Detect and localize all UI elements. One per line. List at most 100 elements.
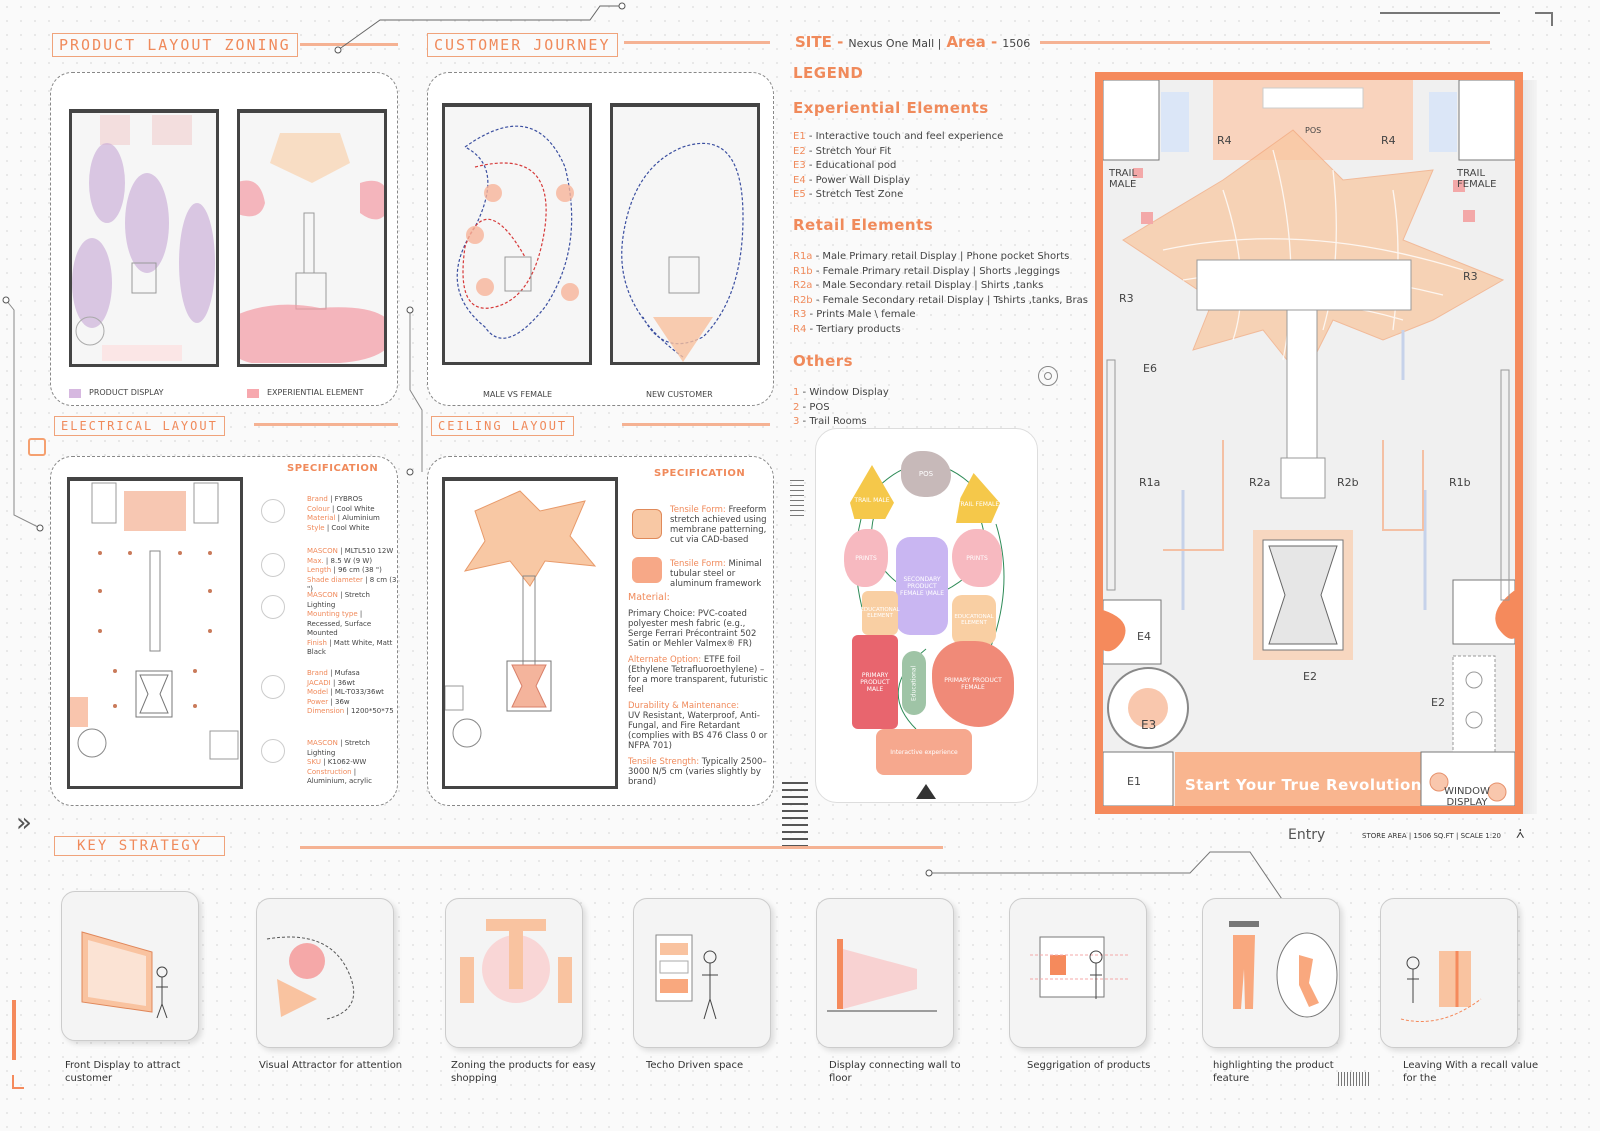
legend-title: LEGEND xyxy=(793,64,864,82)
legend-item: R2b - Female Secondary retail Display | … xyxy=(793,294,1088,306)
plan-label-r3-right: R3 xyxy=(1463,270,1478,283)
electrical-plan xyxy=(67,477,243,789)
ceiling-spec-title: SPECIFICATION xyxy=(654,468,746,479)
plan-label-window: WINDOW DISPLAY xyxy=(1444,786,1490,808)
bubble-prints-right: PRINTS xyxy=(952,529,1002,587)
plan-label-e3: E3 xyxy=(1141,718,1157,732)
legend-experiential: EXPERIENTIAL ELEMENT xyxy=(267,388,364,397)
corner-mark xyxy=(1380,12,1500,14)
strategy-card-front-display xyxy=(61,891,199,1041)
strategy-caption-2: Visual Attractor for attention xyxy=(259,1060,403,1071)
journey-paths-2 xyxy=(621,142,744,362)
legend-item: R3 - Prints Male \ female xyxy=(793,309,916,320)
legend-item: E1 - Interactive touch and feel experien… xyxy=(793,131,1004,142)
legend-item: E4 - Power Wall Display xyxy=(793,174,911,186)
tensile-swatch-1 xyxy=(632,509,662,539)
zoning-plan-2 xyxy=(230,109,395,367)
target-icon xyxy=(1038,366,1058,386)
legend-item: R2a - Male Secondary retail Display | Sh… xyxy=(793,280,1044,291)
plan-label-e1: E1 xyxy=(1127,775,1141,788)
tensile-swatch-2 xyxy=(632,557,662,583)
electrical-spec-title: SPECIFICATION xyxy=(287,463,379,474)
corner-accent xyxy=(12,1075,24,1089)
spec-item-4: Brand | Mufasa JACADI | 36wt Model | ML-… xyxy=(307,669,394,715)
bubble-interactive: Interactive experience xyxy=(876,729,972,775)
plan-label-trail-male: TRAIL MALE xyxy=(1109,168,1138,190)
front-display-illustration xyxy=(81,931,168,1019)
area-value: 1506 xyxy=(1002,37,1031,50)
plan-banner: Start Your True Revolution xyxy=(1185,776,1422,794)
north-arrow-icon: ⩑ xyxy=(1516,826,1525,842)
strategy-caption-6: Seggrigation of products xyxy=(1027,1060,1151,1071)
plan-label-e2-right: E2 xyxy=(1431,696,1445,709)
site-label: SITE - xyxy=(795,33,844,51)
site-header: SITE - Nexus One Mall | Area - 1506 xyxy=(795,32,1030,51)
accent-line xyxy=(300,43,398,46)
plan-label-r4-right: R4 xyxy=(1381,134,1396,147)
strategy-card-wall-floor xyxy=(816,898,954,1048)
plan-label-r3-left: R3 xyxy=(1119,292,1134,305)
product-zoning-panel: PRODUCT DISPLAY EXPERIENTIAL ELEMENT xyxy=(50,72,398,406)
journey-plan-2 xyxy=(610,103,760,365)
area-label: Area - xyxy=(946,33,998,51)
plan-label-r1a: R1a xyxy=(1139,476,1161,489)
corner-mark xyxy=(1535,12,1553,14)
legend-retail-title: Retail Elements xyxy=(793,216,934,234)
strategy-caption-8: Leaving With a recall value for the xyxy=(1403,1060,1539,1084)
legend-item: E5 - Stretch Test Zone xyxy=(793,189,904,200)
plan-label-trail-female: TRAIL FEMALE xyxy=(1457,168,1497,190)
legend-item: R1a - Male Primary retail Display | Phon… xyxy=(793,251,1070,262)
strategy-caption-7: highlighting the product feature xyxy=(1213,1060,1334,1084)
connector-line xyxy=(406,306,423,476)
legend-item: 1 - Window Display xyxy=(793,387,889,398)
spec-item-1: Brand | FYBROS Colour | Cool White Mater… xyxy=(307,495,380,532)
legend-swatch-product xyxy=(69,389,81,398)
section-title-product-layout: PRODUCT LAYOUT ZONING xyxy=(52,33,298,57)
legend-others-list: 1 - Window Display 2 - POS 3 - Trail Roo… xyxy=(793,386,889,430)
electrical-fixtures xyxy=(70,482,239,760)
fixture-icon-stretch xyxy=(261,595,285,619)
zoning-overlay-1 xyxy=(72,115,215,361)
spec-item-2: MASCON | MLTL510 12W Max. | 8.5 W (9 W) … xyxy=(307,547,397,593)
strategy-caption-1: Front Display to attract customer xyxy=(65,1060,181,1084)
strategy-card-techno xyxy=(633,898,771,1048)
zoning-overlay-2 xyxy=(230,133,395,365)
legend-experiential-list: E1 - Interactive touch and feel experien… xyxy=(793,130,1003,203)
legend-item: 2 - POS xyxy=(793,401,830,413)
segregation-illustration xyxy=(1030,936,1130,999)
strategy-card-visual-attractor xyxy=(256,898,394,1048)
plan-label-e4: E4 xyxy=(1137,630,1151,643)
spec-item-3: MASCON | Stretch Lighting Mounting type … xyxy=(307,591,393,656)
accent-line xyxy=(624,41,770,44)
plan-label-pos: POS xyxy=(1305,126,1322,135)
accent-line xyxy=(1040,41,1490,44)
bubble-diagram: POS TRAIL MALE TRAIL FEMALE PRINTS PRINT… xyxy=(815,428,1038,803)
bubble-pos: POS xyxy=(901,451,951,497)
bubble-prints-left: PRINTS xyxy=(844,529,888,587)
plan-label-r1b: R1b xyxy=(1449,476,1471,489)
plan-label-e6: E6 xyxy=(1143,362,1157,375)
accent-line xyxy=(300,846,943,849)
accent-line xyxy=(622,423,770,426)
strategy-card-segregation xyxy=(1009,898,1147,1048)
bubble-edu-left: EDUCATIONAL ELEMENT xyxy=(860,591,900,635)
legend-product: PRODUCT DISPLAY xyxy=(89,388,164,397)
techno-illustration xyxy=(655,934,718,1020)
fixture-icon-track xyxy=(261,553,285,577)
plan-label-e2-center: E2 xyxy=(1303,670,1317,683)
journey-caption-new-customer: NEW CUSTOMER xyxy=(646,390,713,399)
legend-swatch-experiential xyxy=(247,389,259,398)
strategy-card-highlight xyxy=(1202,898,1340,1048)
legend-item: 3 - Trail Rooms xyxy=(793,416,867,427)
plan-shadow xyxy=(1523,80,1537,814)
legend-item: E3 - Educational pod xyxy=(793,160,897,171)
bubble-secondary: SECONDARY PRODUCT FEMALE \MALE xyxy=(896,537,948,635)
section-title-electrical: ELECTRICAL LAYOUT xyxy=(54,416,225,436)
fixture-icon-downlight xyxy=(261,499,285,523)
section-title-ceiling: CEILING LAYOUT xyxy=(431,416,575,436)
electrical-panel: SPECIFICATION Brand | FYBROS Colour | Co… xyxy=(50,456,398,806)
scale-ticks xyxy=(790,480,804,518)
legend-experiential-title: Experiential Elements xyxy=(793,99,989,117)
wall-floor-illustration xyxy=(827,939,937,1012)
main-floor-plan: POS R4 R4 TRAIL MALE TRAIL FEMALE R3 R3 … xyxy=(1095,72,1523,814)
